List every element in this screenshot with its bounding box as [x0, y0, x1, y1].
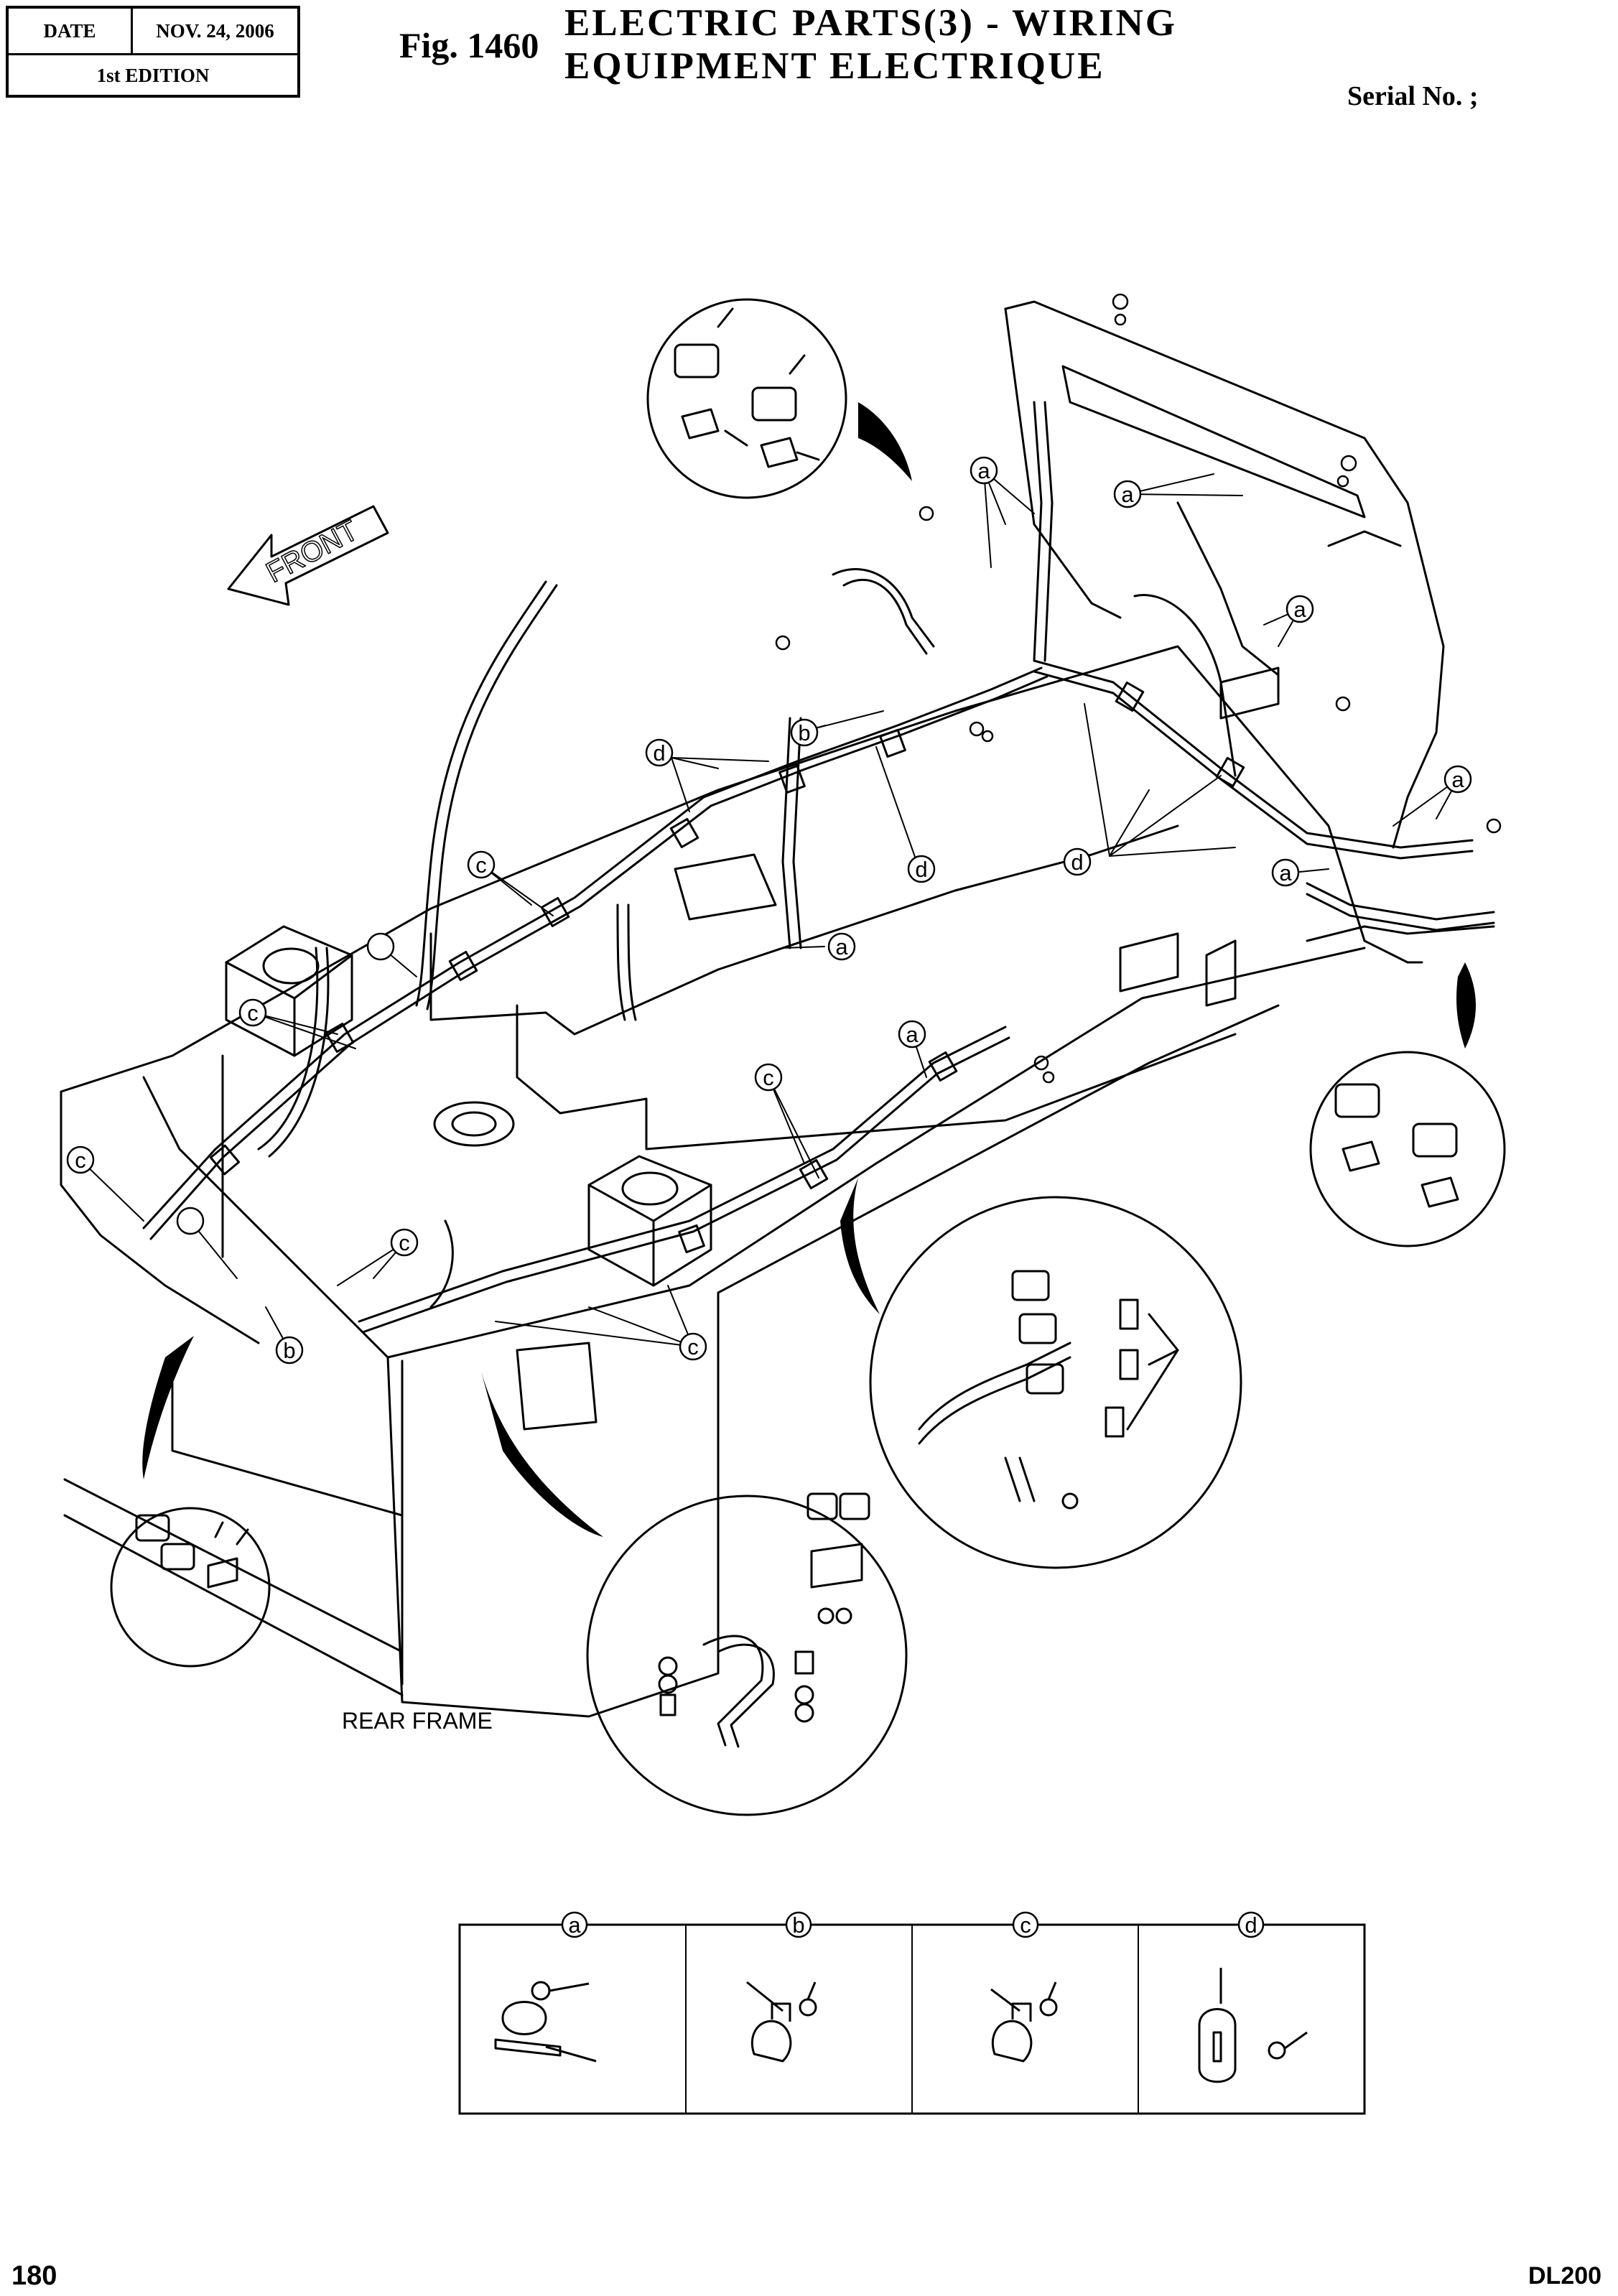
callout-letters: a a a a a a a b b c c c c c c d d d [75, 458, 1464, 1363]
callout-a: a [1121, 482, 1134, 507]
callout-b: b [798, 720, 810, 745]
date-label: DATE [9, 9, 133, 53]
page-number: 180 [11, 2261, 57, 2291]
date-value: NOV. 24, 2006 [156, 19, 274, 42]
model-name: DL200 [1528, 2262, 1602, 2290]
hardware-fasteners [775, 293, 1502, 1084]
callout-a: a [977, 458, 990, 483]
detail-circle-terminals-top [646, 298, 847, 499]
legend-letter-c: c [1020, 1912, 1031, 1938]
callout-bubbles [66, 456, 1472, 1365]
page-title-french: EQUIPMENT ELECTRIQUE [564, 45, 1105, 87]
callout-c: c [763, 1065, 774, 1090]
main-wire-harness [142, 401, 1495, 1334]
callout-a: a [1451, 767, 1464, 792]
rear-frame-outline [60, 300, 1445, 1718]
callout-c: c [75, 1148, 86, 1173]
callout-c: c [475, 852, 487, 878]
page-title-english: ELECTRIC PARTS(3) - WIRING [564, 2, 1178, 44]
detail-pointers [142, 402, 1476, 1537]
callout-a: a [835, 934, 848, 959]
legend-letter-b: b [792, 1912, 804, 1938]
clamp-a-icon [494, 1981, 597, 2063]
detail-circle-hose-bottom [586, 1492, 908, 1816]
date-edition-box: DATE NOV. 24, 2006 1st EDITION [6, 6, 300, 98]
clamp-b-icon [746, 1981, 817, 2063]
edition-label: 1st EDITION [96, 64, 210, 86]
rear-frame-label: REAR FRAME [342, 1708, 493, 1734]
legend-letter-a: a [568, 1912, 581, 1938]
clamp-legend-table: a b c d [458, 1911, 1366, 2115]
front-direction-arrow: FRONT [227, 505, 389, 606]
callout-d: d [1071, 850, 1083, 875]
callout-a: a [906, 1022, 919, 1047]
callout-d: d [915, 857, 927, 882]
legend-letter-d: d [1245, 1912, 1257, 1938]
callout-c: c [687, 1334, 699, 1360]
clamp-d-icon [1198, 1968, 1308, 2083]
callout-d: d [653, 740, 665, 766]
figure-number: Fig. 1460 [399, 25, 539, 65]
callout-b: b [283, 1338, 295, 1363]
serial-number-label: Serial No. ; [1347, 81, 1479, 111]
detail-circle-brackets-left [110, 1507, 271, 1668]
detail-circle-terminals-right [1309, 1051, 1506, 1247]
callout-a: a [1293, 597, 1306, 622]
clamp-c-icon [990, 1981, 1058, 2063]
detail-circle-connectors-center [869, 1196, 1242, 1569]
callout-c: c [399, 1230, 410, 1255]
callout-a: a [1279, 860, 1292, 886]
callout-c: c [247, 1000, 259, 1026]
callout-leader-lines [80, 470, 1459, 1351]
harness-clamps [209, 682, 1245, 1254]
